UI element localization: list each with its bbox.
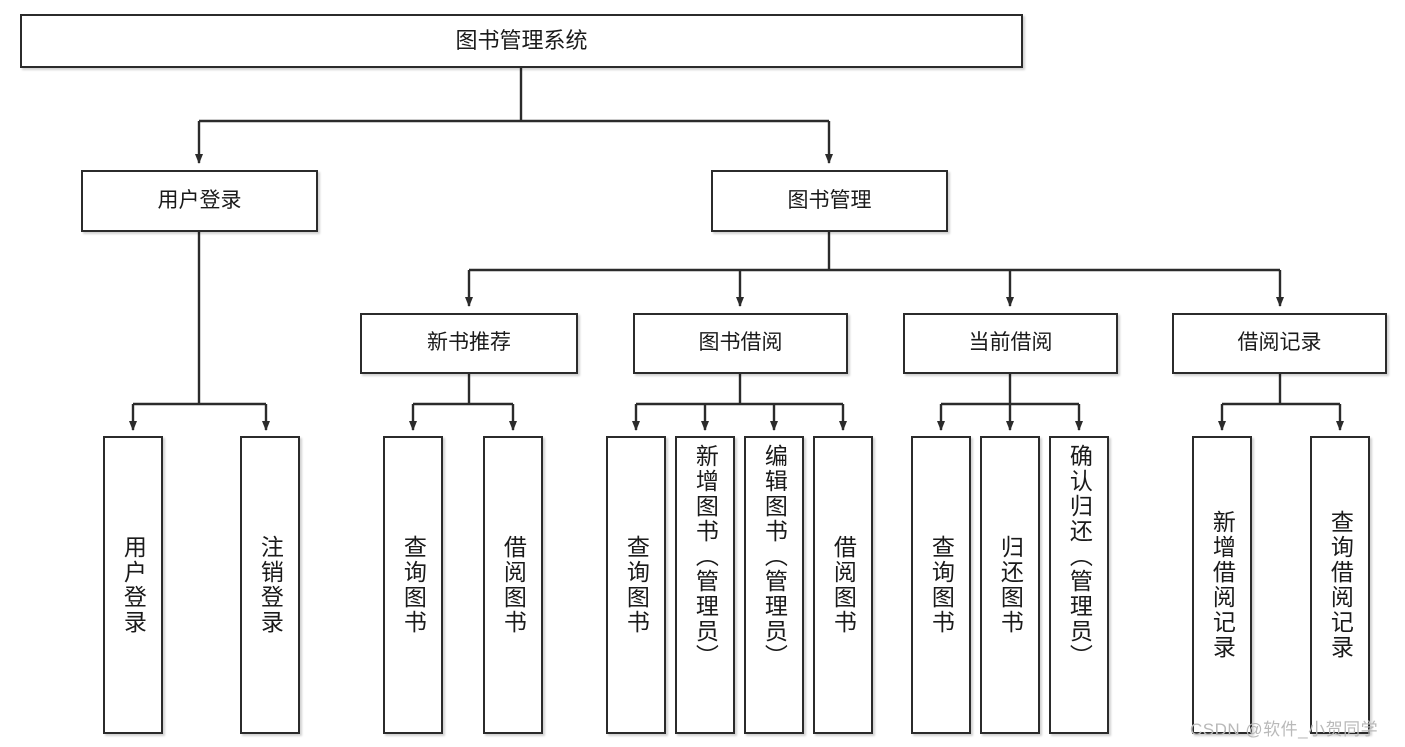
- leaf-borrow-book-1[interactable]: 借阅图书: [483, 436, 543, 734]
- node-borrow-record[interactable]: 借阅记录: [1172, 313, 1387, 374]
- node-root[interactable]: 图书管理系统: [20, 14, 1023, 68]
- node-current-borrow-label: 当前借阅: [968, 331, 1053, 355]
- leaf-add-book-label: 新增图书（管理员）: [692, 444, 719, 669]
- leaf-query-book-3[interactable]: 查询图书: [911, 436, 971, 734]
- node-new-book-recommend-label: 新书推荐: [427, 331, 511, 355]
- node-current-borrow[interactable]: 当前借阅: [903, 313, 1118, 374]
- node-borrow-record-label: 借阅记录: [1237, 331, 1322, 355]
- node-book-manage[interactable]: 图书管理: [711, 170, 948, 232]
- watermark-text: CSDN @软件_小贺同学: [1190, 720, 1379, 739]
- leaf-borrow-book-2[interactable]: 借阅图书: [813, 436, 873, 734]
- leaf-logout[interactable]: 注销登录: [240, 436, 300, 734]
- leaf-borrow-book-1-label: 借阅图书: [500, 535, 527, 635]
- leaf-confirm-return-label: 确认归还（管理员）: [1066, 444, 1093, 669]
- node-book-borrow[interactable]: 图书借阅: [633, 313, 848, 374]
- leaf-borrow-book-2-label: 借阅图书: [830, 535, 857, 635]
- leaf-logout-label: 注销登录: [257, 535, 284, 635]
- node-new-book-recommend[interactable]: 新书推荐: [360, 313, 578, 374]
- leaf-confirm-return[interactable]: 确认归还（管理员）: [1049, 436, 1109, 734]
- leaf-query-book-2[interactable]: 查询图书: [606, 436, 666, 734]
- leaf-return-book-label: 归还图书: [997, 535, 1024, 635]
- leaf-user-login[interactable]: 用户登录: [103, 436, 163, 734]
- node-root-label: 图书管理系统: [455, 28, 588, 54]
- leaf-query-book-3-label: 查询图书: [928, 535, 955, 635]
- leaf-edit-book[interactable]: 编辑图书（管理员）: [744, 436, 804, 734]
- node-book-manage-label: 图书管理: [787, 188, 872, 212]
- leaf-query-book-2-label: 查询图书: [623, 535, 650, 635]
- node-user-login[interactable]: 用户登录: [81, 170, 318, 232]
- node-user-login-label: 用户登录: [157, 188, 242, 212]
- leaf-edit-book-label: 编辑图书（管理员）: [761, 444, 788, 669]
- leaf-add-record[interactable]: 新增借阅记录: [1192, 436, 1252, 734]
- leaf-return-book[interactable]: 归还图书: [980, 436, 1040, 734]
- leaf-query-book-1[interactable]: 查询图书: [383, 436, 443, 734]
- leaf-add-record-label: 新增借阅记录: [1209, 510, 1236, 660]
- leaf-query-book-1-label: 查询图书: [400, 535, 427, 635]
- leaf-query-record[interactable]: 查询借阅记录: [1310, 436, 1370, 734]
- node-book-borrow-label: 图书借阅: [698, 331, 783, 355]
- leaf-user-login-label: 用户登录: [120, 535, 147, 635]
- leaf-query-record-label: 查询借阅记录: [1327, 510, 1354, 660]
- leaf-add-book[interactable]: 新增图书（管理员）: [675, 436, 735, 734]
